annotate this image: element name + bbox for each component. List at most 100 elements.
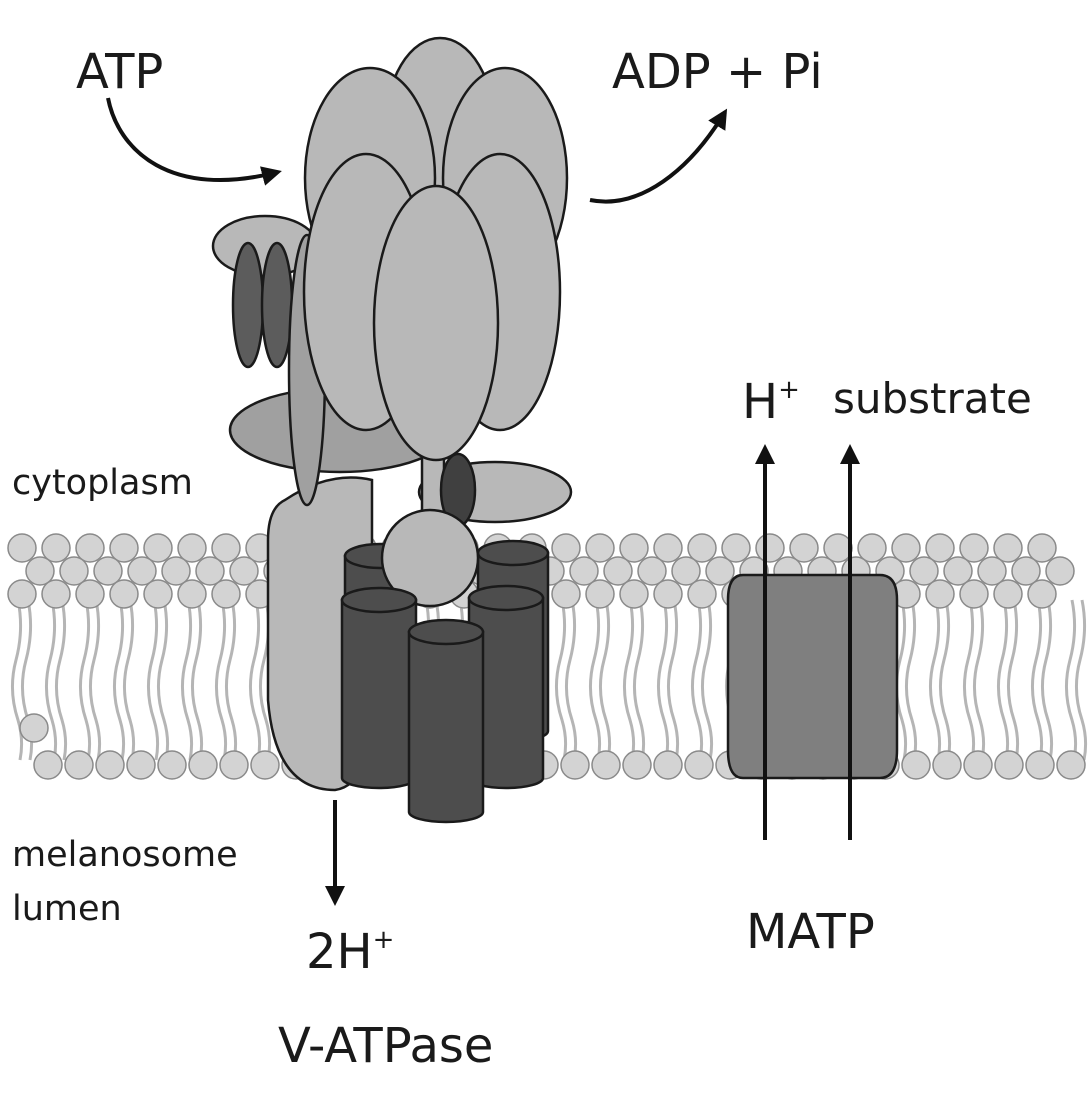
lipid-tail [1007,599,1020,761]
v0-cylinder-front-left [340,586,418,790]
lipid-head [1045,556,1075,586]
lipid-tail [181,599,194,761]
lipid-head [653,750,683,780]
lipid-head [585,579,615,609]
lipid-head [188,750,218,780]
lipid-head [993,579,1023,609]
lipid-head [126,750,156,780]
lipid-head [619,533,649,563]
lipid-head [219,750,249,780]
lipid-head [994,750,1024,780]
lipid-head [143,579,173,609]
lipid-tail [929,599,942,761]
lipid-tail [89,599,102,761]
lipid-head [1056,750,1086,780]
lipid-head [195,556,225,586]
adp-output-arrow [589,108,728,204]
atp-input-arrow [106,97,282,186]
lipid-head [177,533,207,563]
lipid-head [93,556,123,586]
lipid-tail [249,599,262,761]
lipid-tail [1031,599,1044,761]
lipid-head [143,533,173,563]
lipid-tail [633,599,646,761]
lipid-tail [191,599,204,761]
lipid-tail [1041,599,1054,761]
lipid-head [551,533,581,563]
lipid-head [684,750,714,780]
lipid-head [569,556,599,586]
lipid-head [591,750,621,780]
lipid-head [959,579,989,609]
lipid-head [622,750,652,780]
lipid-head [33,750,63,780]
lipid-head [1011,556,1041,586]
lipid-tail [79,599,92,761]
lipid-tail [997,599,1010,761]
lipid-tail [691,599,704,761]
lipid-head [75,579,105,609]
lipid-tail [905,599,918,761]
v-atpase-dark-rod-1 [231,241,265,369]
v-atpase-dark-rod-2 [260,241,294,369]
lipid-head [925,579,955,609]
lipid-head [41,579,71,609]
lipid-tail [555,599,568,761]
lipid-head [177,579,207,609]
lipid-tail [623,599,636,761]
lipid-head [229,556,259,586]
lipid-head [1027,533,1057,563]
lipid-tail [667,599,680,761]
lipid-head [41,533,71,563]
lipid-head [901,750,931,780]
lipid-head [963,750,993,780]
lipid-tail [11,599,24,761]
melanosome-label: melanosome [12,835,238,875]
lipid-head [7,533,37,563]
lipid-head [687,533,717,563]
lipid-tail [225,599,238,761]
lipid-head [161,556,191,586]
matp-transporter-body [726,573,899,780]
v-atpase-label: V-ATPase [278,1018,493,1074]
lipid-head [619,579,649,609]
lipid-tail [1065,599,1078,761]
substrate-label: substrate [833,374,1032,423]
lipid-head [789,533,819,563]
lipid-tail [147,599,160,761]
lipid-head [705,556,735,586]
lipid-tail [1075,599,1088,761]
lipid-head [687,579,717,609]
atp-label: ATP [76,44,163,100]
adp-pi-label: ADP + Pi [612,44,823,100]
lipid-tail [215,599,228,761]
lipid-tail [55,599,68,761]
lipid-tail [123,599,136,761]
lipid-head [109,533,139,563]
lipid-head [959,533,989,563]
lipid-head [671,556,701,586]
lipid-tail [657,599,670,761]
lipid-heads-bottom [19,713,1086,780]
lipid-head [603,556,633,586]
lipid-head [19,713,49,743]
lipid-head [943,556,973,586]
lipid-head [909,556,939,586]
lipid-head [653,533,683,563]
lipid-head [1025,750,1055,780]
lipid-tail [157,599,170,761]
lipid-tail [963,599,976,761]
lipid-tail [973,599,986,761]
v0-cylinder-front-center [407,618,485,824]
h-plus-label: H+ [742,374,800,430]
lipid-tail [565,599,578,761]
cytoplasm-label: cytoplasm [12,463,193,503]
lipid-head [64,750,94,780]
lipid-head [211,579,241,609]
lipid-head [637,556,667,586]
lipid-tail [113,599,126,761]
lipid-head [932,750,962,780]
v1-subunit-front [372,184,500,462]
matp-label: MATP [746,904,875,960]
